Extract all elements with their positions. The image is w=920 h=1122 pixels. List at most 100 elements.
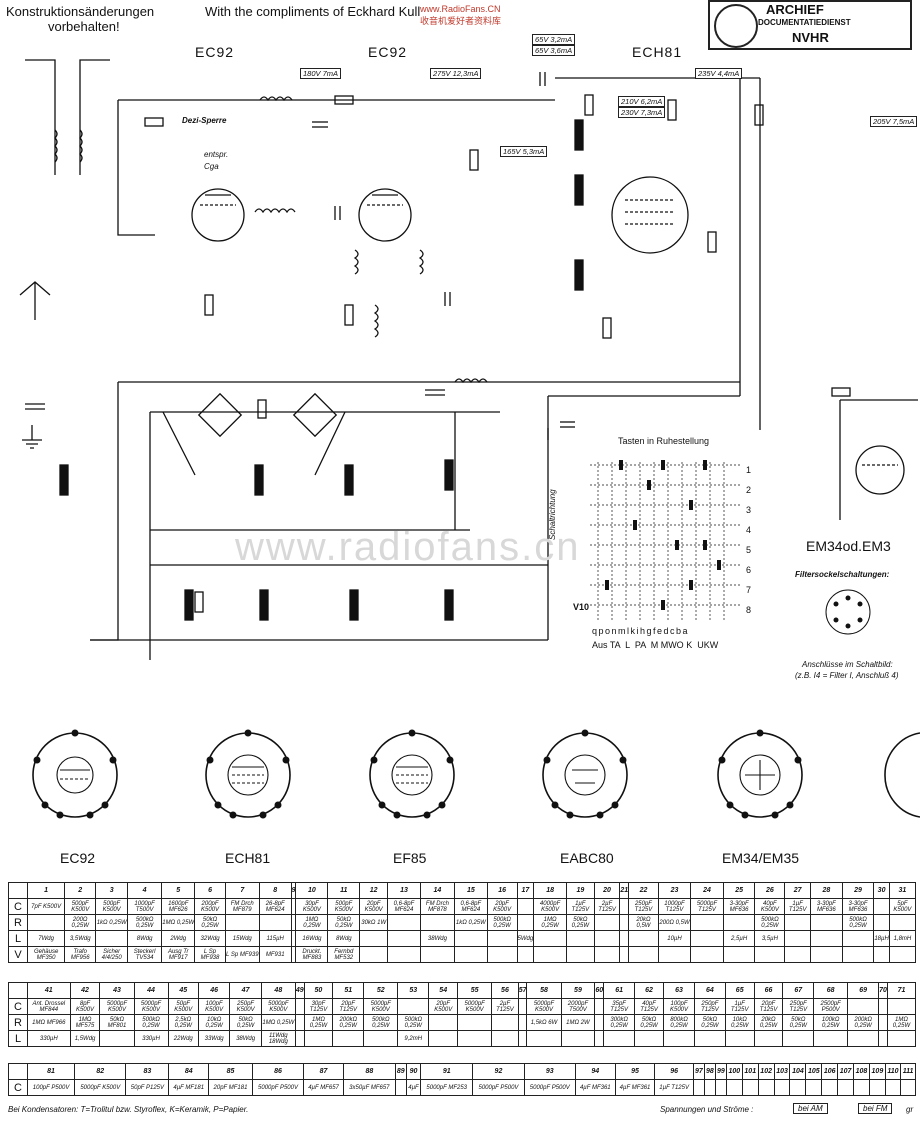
- table-cell: 115µH: [258, 930, 292, 947]
- table-cell: 5000pF K500V: [74, 1079, 127, 1096]
- table-cell: 500kΩ 0,25W: [754, 914, 786, 931]
- table-cell: 20pF T125V: [332, 998, 365, 1015]
- table-cell: 500pF K500V: [327, 898, 361, 915]
- table-column-number: 88: [342, 1063, 396, 1080]
- resistor-r12: [667, 99, 677, 121]
- table-cell: 4000pF K500V: [533, 898, 567, 915]
- table-cell: 200kΩ 0,25W: [847, 1014, 880, 1031]
- switch-row-2: 2: [746, 485, 752, 495]
- table-cell: 40pF K500V: [754, 898, 786, 915]
- table-column-number: 20: [593, 882, 621, 899]
- watermark-text: www.radiofans.cn: [235, 525, 581, 569]
- table-cell: [619, 930, 630, 947]
- table-column-number: 92: [472, 1063, 525, 1080]
- table-column-number: 27: [784, 882, 811, 899]
- table-cell: [486, 930, 518, 947]
- resistor-r16: [602, 317, 612, 339]
- table-cell: 11Wdg 18Wdg: [260, 1030, 296, 1047]
- table-cell: 3-30pF MF636: [810, 898, 843, 915]
- table-cell: 20pF K500V: [486, 898, 518, 915]
- table-cell: [690, 946, 724, 963]
- table-column-number: 41: [27, 982, 71, 999]
- archive-logo-icon: [714, 4, 758, 48]
- table-cell: [873, 914, 890, 931]
- table-cell: 38Wdg: [229, 1030, 262, 1047]
- table-column-number: 48: [260, 982, 296, 999]
- table-cell: [841, 946, 875, 963]
- table-cell: 5000pF P500V: [523, 1079, 576, 1096]
- table-cell: [757, 1079, 775, 1096]
- table-cell: 100pF K500V: [662, 998, 696, 1015]
- table-cell: 500kΩ 0,25W: [841, 914, 875, 931]
- table-cell: 200Ω 0,25W: [64, 914, 97, 931]
- table-cell: [810, 914, 843, 931]
- table-cell: [258, 914, 292, 931]
- table-column-number: 44: [133, 982, 169, 999]
- table-cell: [387, 946, 421, 963]
- socket-label-eabc80: EABC80: [560, 850, 614, 866]
- archive-stamp: ARCHIEF DOCUMENTATIEDIENST NVHR: [708, 0, 912, 50]
- table-cell: [560, 1030, 596, 1047]
- table-cell: 1600pF MF626: [161, 898, 196, 915]
- table-cell: 50pF K500V: [167, 998, 199, 1015]
- table-cell: 30pF T125V: [303, 998, 334, 1015]
- table-cell: 1µF T125V: [784, 898, 811, 915]
- resistor-r7: [469, 149, 479, 171]
- coil-l15: [418, 249, 424, 275]
- table-cell: 1MΩ MF966: [27, 1014, 71, 1031]
- table-cell: 330µH: [133, 1030, 169, 1047]
- table-cell: 1MΩ MF575: [69, 1014, 101, 1031]
- table-row-label: L: [8, 930, 28, 947]
- fm-suffix: gr: [906, 1105, 914, 1114]
- resistor-r18: [831, 387, 851, 397]
- table-cell: [491, 1030, 519, 1047]
- table-cell: 16Wdg: [295, 930, 329, 947]
- table-column-number: 96: [654, 1063, 694, 1080]
- filter-socket-symbol: [825, 589, 871, 635]
- table-cell: [533, 930, 567, 947]
- table-cell: [724, 1030, 755, 1047]
- table-column-number: 43: [99, 982, 135, 999]
- table-cell: [753, 1030, 784, 1047]
- table-column-number: 62: [634, 982, 664, 999]
- table-cell: [773, 1079, 791, 1096]
- table-cell: 250pF T125V: [782, 998, 815, 1015]
- table-cell: [657, 946, 692, 963]
- table-cell: [594, 998, 605, 1015]
- table-column-number: 94: [574, 1063, 616, 1080]
- table-cell: 7Wdg: [26, 930, 66, 947]
- filter-note-1: Anschlüsse im Schaltbild:: [802, 660, 893, 669]
- stamp-org: NVHR: [792, 30, 829, 45]
- table-cell: Druckt. MF883: [295, 946, 329, 963]
- switch-grid: [590, 460, 740, 620]
- stamp-subtitle: DOCUMENTATIEDIENST: [758, 18, 851, 27]
- table-cell: 10kΩ 0,25W: [724, 1014, 755, 1031]
- table-column-number: 22: [628, 882, 659, 899]
- table-column-number: 102: [757, 1063, 775, 1080]
- am-box: bei AM: [793, 1103, 828, 1114]
- switch-contact-c: [344, 464, 354, 496]
- capacitor-c10: [334, 206, 341, 220]
- socket-label-em34: EM34/EM35: [722, 850, 800, 866]
- switch-grid-letters: q p o n m l k i h g f e d c b a: [592, 626, 688, 636]
- table-cell: [95, 930, 129, 947]
- coil-l10: [259, 96, 293, 102]
- table-cell: [722, 946, 756, 963]
- table-cell: [387, 914, 421, 931]
- table-cell: 1kΩ 0,25W: [95, 914, 129, 931]
- table-cell: [387, 930, 421, 947]
- table-cell: 40pF T125V: [634, 998, 664, 1015]
- table-cell: [419, 946, 456, 963]
- table-cell: [516, 898, 535, 915]
- table-cell: [516, 914, 535, 931]
- table-cell: [99, 1030, 135, 1047]
- table-cell: 50kΩ 0,25W: [694, 1014, 726, 1031]
- tube-ec92-2-symbol: [358, 188, 412, 242]
- table-column-number: 57: [517, 982, 528, 999]
- table-column-number: 95: [614, 1063, 656, 1080]
- table-cell: [224, 914, 260, 931]
